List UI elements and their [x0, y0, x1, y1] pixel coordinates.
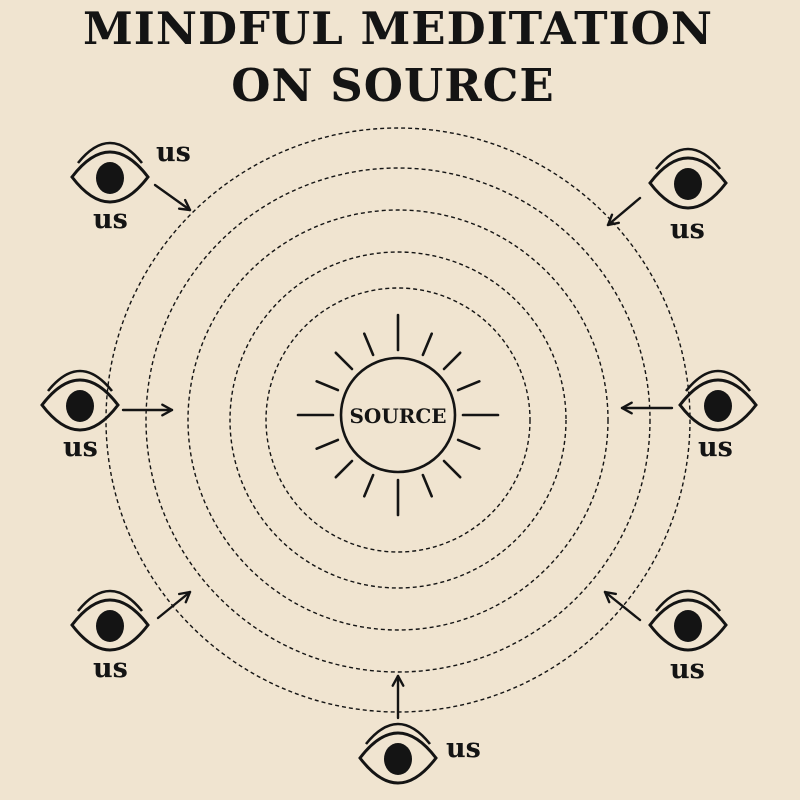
eye-outline [70, 150, 150, 204]
sun-disc [339, 356, 457, 474]
eye-lid [684, 369, 752, 392]
arrow-head [603, 590, 617, 604]
arrow-head [620, 401, 633, 415]
observer-5-label: us [93, 653, 128, 684]
eye-outline [70, 598, 150, 652]
sun-ray [334, 351, 354, 371]
eye-labels: us us us us us us us us [63, 137, 733, 764]
ring-2 [229, 251, 567, 589]
sun-ray [362, 473, 375, 498]
arrow-head [606, 213, 620, 227]
arrow-icon [156, 590, 192, 620]
eye-lid [654, 147, 722, 170]
eye-pupil [384, 743, 412, 775]
sun-ray [362, 332, 375, 357]
eye-pupil [96, 610, 124, 642]
eye-icon [648, 147, 728, 210]
eye-pupil [96, 162, 124, 194]
observer-1-label-top: us [156, 137, 191, 168]
sun-ray [442, 351, 462, 371]
eye-lid [364, 722, 432, 745]
title-line-1: MINDFUL MEDITATION [83, 2, 713, 55]
sun-ray [456, 379, 481, 392]
ring-1 [265, 287, 531, 553]
arrow-head [161, 403, 174, 417]
eye-icon [678, 369, 758, 432]
observer-4-label: us [698, 432, 733, 463]
arrow-shaft [606, 196, 642, 227]
sun-rays [296, 313, 500, 517]
eye-icon [70, 589, 150, 652]
observer-6-label: us [670, 654, 705, 685]
arrow-icon [606, 196, 642, 227]
title-line-2: ON SOURCE [231, 59, 554, 112]
sun-ray [315, 438, 340, 451]
center-label: SOURCE [349, 404, 446, 428]
sun-ray [421, 473, 434, 498]
ring-4 [145, 167, 651, 673]
sun-ray [456, 438, 481, 451]
eye-pupil [66, 390, 94, 422]
eye-icon [648, 589, 728, 652]
arrow-icon [153, 183, 192, 212]
sun-ray [315, 379, 340, 392]
arrow-shaft [603, 590, 642, 622]
sun-ray [421, 332, 434, 357]
eye-outline [648, 156, 728, 210]
eye-outline [648, 598, 728, 652]
eye-icon [358, 722, 438, 785]
arrow-head [391, 674, 405, 687]
eye-lid [46, 369, 114, 392]
arrow-icon [603, 590, 642, 622]
arrow-head [177, 590, 192, 604]
arrow-head [177, 198, 192, 212]
arrow-icon [121, 403, 174, 417]
arrows [121, 183, 674, 720]
eye-lid [76, 141, 144, 164]
arrow-icon [620, 401, 674, 415]
eye-pupil [674, 168, 702, 200]
eye-icon [40, 369, 120, 432]
eye-icon [70, 141, 150, 204]
eye-lid [654, 589, 722, 612]
eye-lid [76, 589, 144, 612]
observer-2-label: us [670, 214, 705, 245]
arrow-icon [391, 674, 405, 720]
sun-ray [442, 459, 462, 479]
observer-7-label: us [446, 733, 481, 764]
observer-1-label-bottom: us [93, 204, 128, 235]
eye-outline [358, 731, 438, 785]
eye-outline [678, 378, 758, 432]
arrow-shaft [153, 183, 192, 212]
observer-3-label: us [63, 432, 98, 463]
ring-3 [187, 209, 609, 631]
observers [40, 141, 758, 785]
sun-icon [296, 313, 500, 517]
eye-pupil [674, 610, 702, 642]
arrow-shaft [156, 590, 192, 620]
eye-pupil [704, 390, 732, 422]
sun-ray [334, 459, 354, 479]
eye-outline [40, 378, 120, 432]
